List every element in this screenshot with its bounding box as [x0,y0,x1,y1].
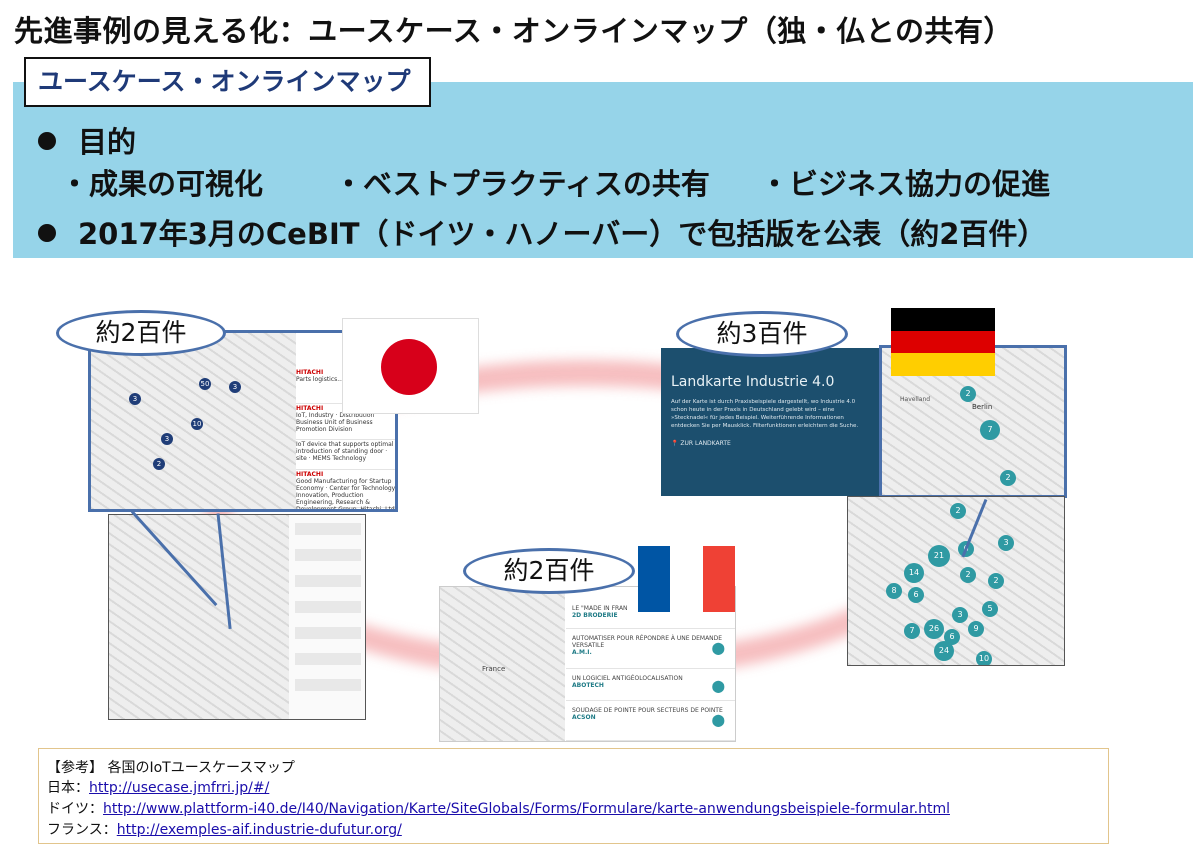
list-item[interactable]: IoT device that supports optimal introdu… [296,441,395,470]
section-label: ユースケース・オンラインマップ [24,57,431,107]
map-pin: 2 [960,386,976,402]
map-pin: 7 [980,420,1000,440]
reference-germany-label: ドイツ： [47,801,103,817]
summary-band [13,82,1193,258]
list-company: A.M.I. [572,649,592,656]
france-site-screenshot: France LE "MADE IN FRAN 2D BRODERIE AUTO… [439,586,736,742]
germany-count-callout: 約3百件 [676,311,848,357]
map-pin: 2 [960,567,976,583]
purpose-item-1: ・成果の可視化 [60,167,264,201]
map-pin: 2 [153,458,165,470]
list-text: Good Manufacturing for Startup Economy ·… [296,478,397,512]
map-pin: 5 [982,601,998,617]
map-pin: 3 [129,393,141,405]
france-case-list: LE "MADE IN FRAN 2D BRODERIE AUTOMATISER… [566,587,735,741]
germany-country-map: 2 21 14 6 3 8 6 2 2 3 9 5 7 26 6 24 10 [847,496,1065,666]
map-pin: 50 [199,378,211,390]
france-map-area: France [440,587,565,741]
japan-map-area: 50 3 3 10 2 3 [91,333,296,509]
reference-heading: 【参考】 各国のIoTユースケースマップ [47,760,295,776]
location-pin-icon: 📍 [671,440,679,447]
purpose-item-3: ・ビジネス協力の促進 [760,167,1051,201]
map-pin: 26 [924,619,944,639]
map-pin: 14 [904,563,924,583]
location-pin-icon[interactable]: ⬤ [711,641,725,655]
purpose-heading-text: 目的 [78,125,137,159]
location-pin-icon[interactable]: ⬤ [711,679,725,693]
reference-france-label: フランス： [47,822,117,838]
japan-count-callout: 約2百件 [56,310,226,356]
japan-flag-sun [381,339,437,395]
purpose-heading: 目的 [38,119,136,161]
list-company: HITACHI [296,369,324,376]
list-title: SOUDAGE DE POINTE POUR SECTEURS DE POINT… [572,707,723,714]
germany-card-body: Auf der Karte ist durch Praxisbeispiele … [671,399,859,429]
list-text: Parts logistics... [296,376,343,383]
map-pin: 2 [950,503,966,519]
list-item[interactable]: AUTOMATISER POUR RÉPONDRE À UNE DEMANDE … [566,631,735,669]
germany-card-link-text: ZUR LANDKARTE [680,440,731,447]
map-pin: 7 [904,623,920,639]
map-pin: 3 [998,535,1014,551]
map-pin: 3 [952,607,968,623]
japan-site-list [289,515,365,719]
reference-france-link[interactable]: http://exemples-aif.industrie-dufutur.or… [116,822,402,838]
map-country-label: France [482,665,506,673]
list-title: AUTOMATISER POUR RÉPONDRE À UNE DEMANDE … [572,635,723,649]
list-company: ACSON [572,714,596,721]
list-item[interactable]: LE "MADE IN FRAN 2D BRODERIE [566,601,735,629]
map-pin: 6 [908,587,924,603]
list-company: ABOTECH [572,682,604,689]
japan-flag-icon [342,318,479,414]
list-text: IoT, Industry · Distribution Business Un… [296,412,375,433]
list-item[interactable]: UN LOGICIEL ANTIGÉOLOCALISATION ABOTECH … [566,671,735,701]
map-pin: 24 [934,641,954,661]
map-pin: 21 [928,545,950,567]
map-pin: 2 [988,573,1004,589]
reference-france: フランス：http://exemples-aif.industrie-dufut… [47,819,402,839]
map-pin: 3 [161,433,173,445]
germany-card-title: Landkarte Industrie 4.0 [671,374,835,390]
map-pin: 3 [229,381,241,393]
map-pin: 10 [976,651,992,665]
reference-germany-link[interactable]: http://www.plattform-i40.de/I40/Navigati… [103,801,950,817]
list-text: IoT device that supports optimal introdu… [296,441,394,462]
germany-flag-icon [891,308,995,376]
list-company: HITACHI [296,405,324,412]
map-pin: 9 [968,621,984,637]
list-item[interactable]: SOUDAGE DE POINTE POUR SECTEURS DE POINT… [566,703,735,741]
bullet-icon [38,132,56,150]
germany-card-link[interactable]: 📍 ZUR LANDKARTE [671,440,869,447]
map-region-label: Havelland [900,396,931,403]
reference-japan-link[interactable]: http://usecase.jmfrri.jp/#/ [89,780,270,796]
japan-site-map [109,515,289,719]
japan-site-screenshot [108,514,366,720]
reference-box: 【参考】 各国のIoTユースケースマップ 日本：http://usecase.j… [38,748,1109,844]
reference-japan: 日本：http://usecase.jmfrri.jp/#/ [47,777,269,797]
reference-germany: ドイツ：http://www.plattform-i40.de/I40/Navi… [47,798,950,818]
list-company: 2D BRODERIE [572,612,618,619]
map-city-label: Berlin [972,403,993,411]
map-pin: 10 [191,418,203,430]
map-pin: 2 [1000,470,1016,486]
france-count-callout: 約2百件 [463,548,635,594]
list-title: UN LOGICIEL ANTIGÉOLOCALISATION [572,675,683,682]
france-flag-icon [638,546,735,612]
purpose-item-2: ・ベストプラクティスの共有 [334,167,710,201]
location-pin-icon[interactable]: ⬤ [711,713,725,727]
bullet-icon [38,224,56,242]
announcement-text: 2017年3月のCeBIT（ドイツ・ハノーバー）で包括版を公表（約2百件） [78,217,1047,251]
germany-info-card: Landkarte Industrie 4.0 Auf der Karte is… [661,348,879,496]
list-company: HITACHI [296,471,324,478]
reference-japan-label: 日本： [47,780,89,796]
map-pin: 8 [886,583,902,599]
list-title: LE "MADE IN FRAN [572,605,628,612]
announcement: 2017年3月のCeBIT（ドイツ・ハノーバー）で包括版を公表（約2百件） [38,211,1046,253]
page-title: 先進事例の見える化：ユースケース・オンラインマップ（独・仏との共有） [14,14,1013,48]
